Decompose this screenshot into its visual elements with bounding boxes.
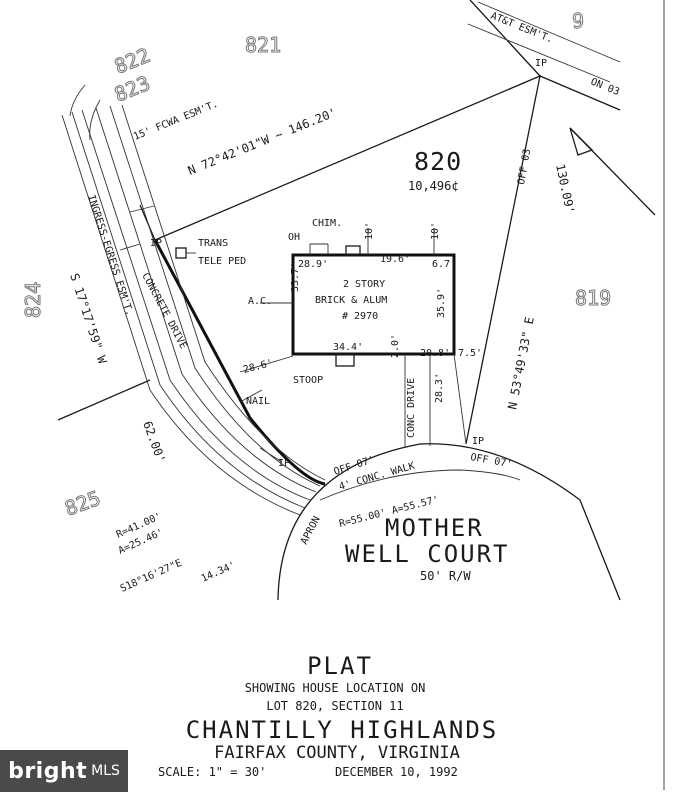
tick-mark (129, 205, 155, 213)
subject-lot-number: 820 (414, 147, 462, 176)
dim-34-4: 34.4' (333, 342, 363, 353)
off-03-label: OFF 03 (516, 148, 533, 185)
dim-20-8: 20.8' (420, 348, 450, 359)
tele-ped-label: TELE PED (198, 256, 246, 267)
tick-mark (259, 447, 283, 463)
dim-7-5: 7.5' (458, 348, 482, 359)
watermark-brand: bright (8, 758, 88, 784)
fcwa-easement-label: 15' FCWA ESM'T. (132, 99, 220, 143)
dim-28-9: 28.9' (298, 259, 328, 270)
att-easement-label: AT&T ESM'T. (489, 11, 555, 46)
house-label-material: BRICK & ALUM (315, 295, 387, 306)
att-easement-line (477, 1, 621, 63)
dim-6-7: 6.7' (432, 259, 456, 270)
trans-box (175, 247, 187, 259)
north-arrow-head-icon (569, 127, 594, 156)
dim-line (239, 355, 294, 373)
lot-822-label: 822 (111, 43, 153, 79)
lot-line-9 (539, 75, 621, 111)
lot-line-825 (57, 379, 151, 421)
lot-825-label: 825 (62, 486, 104, 521)
street-row-label: 50' R/W (420, 569, 471, 583)
west-line-bearing: S 17°17'59" W (67, 272, 110, 366)
south-line-distance: 14.34' (200, 560, 237, 585)
street-name-line1: MOTHER (385, 514, 484, 542)
trans-label: TRANS (198, 238, 228, 249)
stoop-label: STOOP (293, 375, 323, 386)
lot-821-label: 821 (245, 33, 281, 57)
ingress-easement-label: INGRESS-EGRESS ESM'T. (85, 194, 135, 318)
chimney (345, 245, 361, 256)
leader-line-822 (69, 84, 86, 117)
east-line-bearing: N 53°49'33" E (505, 316, 537, 411)
west-line-distance: 62.00' (140, 419, 168, 465)
house-label-number: # 2970 (342, 311, 378, 322)
nail-leader (239, 389, 263, 403)
cul-de-sac-curve (277, 443, 621, 601)
nail-label: NAIL (246, 396, 270, 407)
watermark-mls: MLS (91, 763, 120, 779)
dim-35-9: 35.9' (436, 288, 447, 318)
street-name-line2: WELL COURT (345, 540, 510, 568)
concrete-drive-label: CONCRETE DRIVE (139, 271, 188, 351)
south-line-bearing: S18°16'27"E (119, 558, 184, 595)
ip-marker-ne: IP (535, 58, 547, 69)
title-lot: LOT 820, SECTION 11 (266, 699, 403, 713)
easement-line (81, 109, 311, 501)
easement-line (109, 105, 321, 487)
dim-19-6: 19.6' (380, 254, 410, 265)
bright-mls-watermark: bright MLS (0, 750, 128, 792)
ip-marker-se: IP (472, 436, 484, 447)
easement-line (61, 114, 301, 516)
conc-drive-label: CONC DRIVE (406, 378, 417, 438)
lot-line-821 (469, 0, 541, 77)
easement-line (71, 111, 306, 509)
overhang-label: OH (288, 232, 300, 243)
apron-label: APRON (299, 515, 323, 547)
ip-marker-sw: IP (278, 458, 290, 469)
att-easement-line (467, 23, 611, 83)
easement-line (95, 107, 317, 493)
east-line-distance: 130.09' (553, 163, 577, 215)
north-line-bearing: N 72°42'01"W ~ 146.20' (186, 105, 339, 178)
easement-line (121, 104, 326, 481)
dim-10-chim: 10' (364, 222, 375, 240)
title-showing: SHOWING HOUSE LOCATION ON (245, 681, 426, 695)
walk-curve (319, 469, 521, 501)
dim-28-3: 28.3' (434, 373, 445, 403)
title-scale: SCALE: 1" = 30' (158, 765, 266, 779)
subject-lot-area: 10,496¢ (408, 179, 459, 193)
off-07-label-east: OFF 07' (469, 452, 512, 470)
lot-823-label: 823 (111, 71, 153, 107)
title-plat: PLAT (307, 652, 373, 680)
lot-819-label: 819 (575, 286, 611, 310)
title-date: DECEMBER 10, 1992 (335, 765, 458, 779)
lot-9-label: 9 (572, 9, 584, 33)
dim-28-6: 28.6' (242, 358, 274, 376)
ac-label: A.C. (248, 296, 272, 307)
ip-marker-nw: IP (150, 238, 162, 249)
tick-mark (119, 243, 141, 251)
dim-2-0: 2.0' (390, 334, 401, 358)
lot-824-label: 824 (21, 282, 45, 318)
dim-33-7: 33.7' (290, 262, 301, 292)
house-footprint (291, 253, 456, 356)
dim-line (453, 353, 467, 445)
house-label-stories: 2 STORY (343, 279, 385, 290)
chimney-label: CHIM. (312, 218, 342, 229)
leader-line-823 (89, 99, 101, 141)
dim-10-east: 10' (430, 222, 441, 240)
title-subdivision: CHANTILLY HIGHLANDS (186, 716, 499, 744)
lot-boundary-west (153, 239, 326, 486)
stoop (335, 353, 355, 367)
title-county: FAIRFAX COUNTY, VIRGINIA (214, 743, 460, 763)
